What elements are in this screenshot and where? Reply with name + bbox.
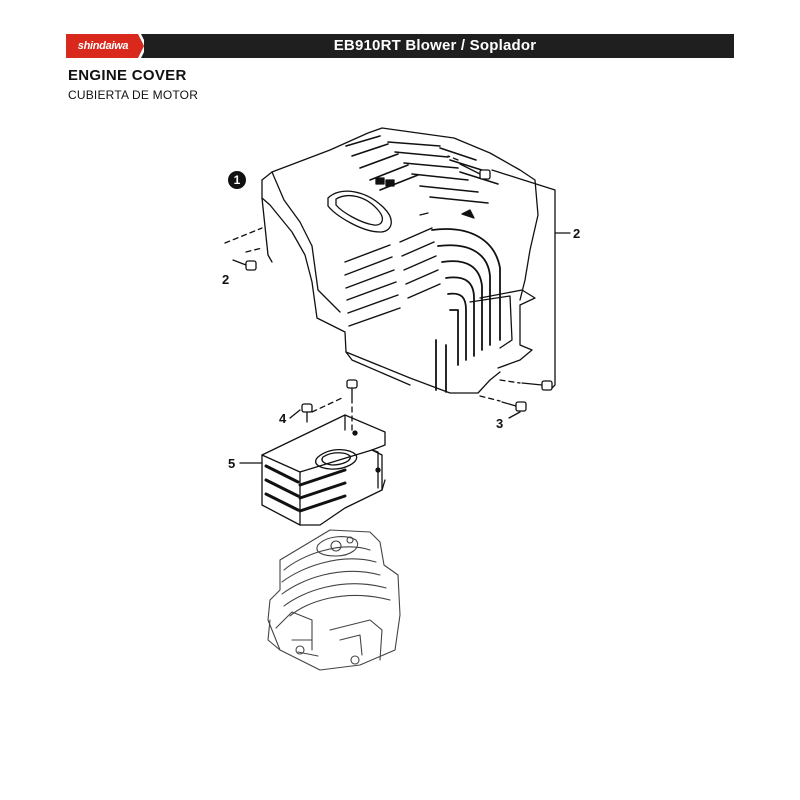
screw-part-2-top [447, 155, 491, 180]
callout-1: 1 [228, 171, 246, 189]
screw-part-2-bottom [499, 379, 553, 391]
page-header: EB910RT Blower / Soplador shindaiwa [66, 34, 734, 58]
brand-logo-text: shindaiwa [77, 40, 129, 52]
callout-4: 4 [279, 411, 287, 426]
cylinder-context [267, 529, 401, 671]
page-title: EB910RT Blower / Soplador [333, 37, 537, 54]
callout-2-right: 2 [573, 226, 581, 241]
brand-logo: shindaiwa [66, 34, 144, 58]
callout-2-left: 2 [222, 272, 230, 287]
section-subtitle: CUBIERTA DE MOTOR [68, 88, 199, 102]
engine-cover-part [261, 127, 539, 394]
screw-part-4 [289, 379, 358, 431]
callout-5: 5 [228, 456, 236, 471]
header-bar [136, 34, 734, 58]
callout-3: 3 [496, 416, 504, 431]
section-title: ENGINE COVER [68, 67, 187, 84]
screw-part-3 [479, 395, 527, 412]
callout-bracket-2 [491, 169, 571, 389]
screw-part-2-left [224, 227, 263, 271]
cylinder-cover-part [261, 414, 386, 526]
